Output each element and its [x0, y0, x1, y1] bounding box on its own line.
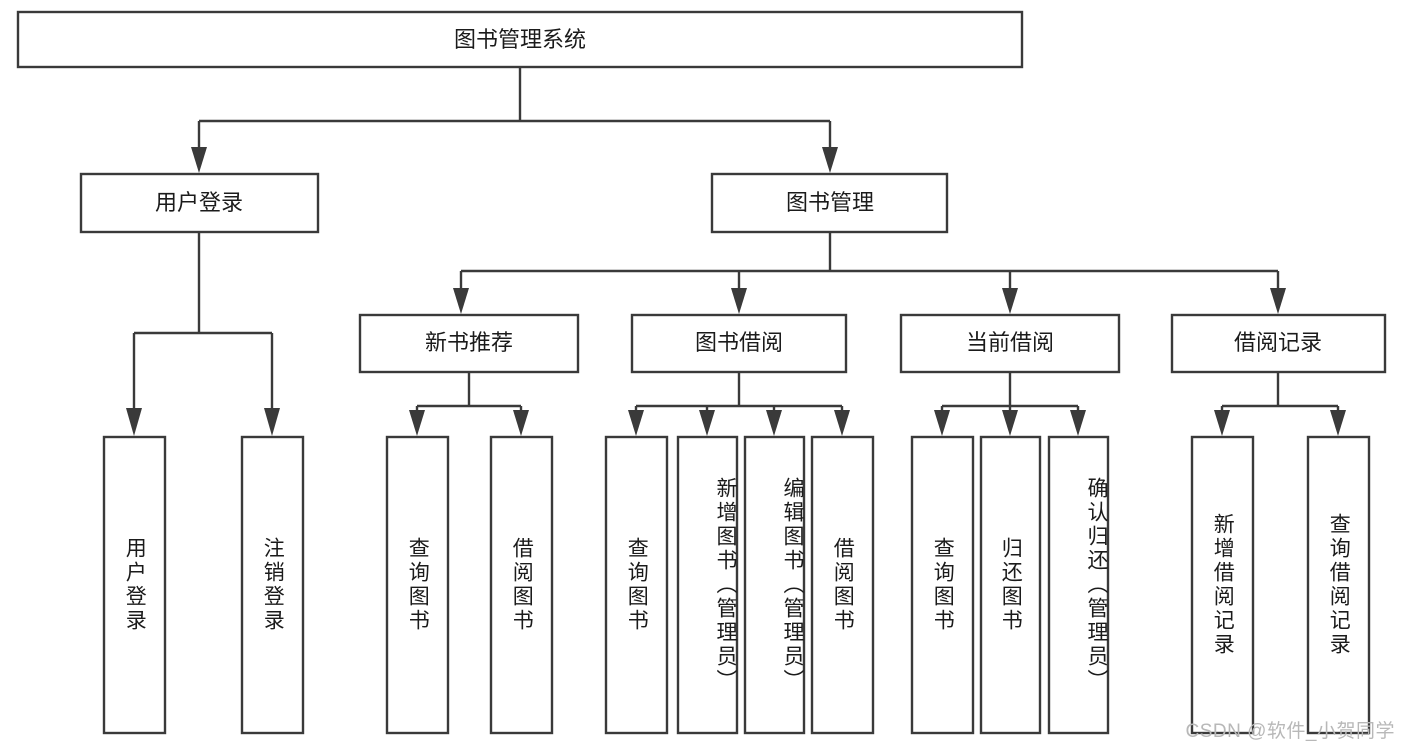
node-user-login-box[interactable] — [79, 172, 320, 234]
node-book-borrow-box[interactable] — [630, 313, 848, 374]
leaf-box-query-record[interactable] — [1306, 435, 1371, 735]
leaf-boxes-user-login — [102, 435, 305, 735]
node-new-book-recommend-box[interactable] — [358, 313, 580, 374]
connector-group-root — [191, 67, 838, 173]
arrow-head-leaf-user-logout — [264, 408, 280, 436]
leaf-box-add-record[interactable] — [1190, 435, 1255, 735]
arrow-head-new-book-recommend — [453, 288, 469, 314]
node-root-label: 图书管理系统 — [454, 27, 586, 52]
leaf-box-borrow-book-1[interactable] — [489, 435, 554, 735]
connector-group-current-borrow — [934, 372, 1086, 436]
arrow-head-book-borrow — [731, 288, 747, 314]
leaf-box-query-book-3[interactable] — [910, 435, 975, 735]
arrow-head-current-borrow — [1002, 288, 1018, 314]
node-borrow-record-box[interactable] — [1170, 313, 1387, 374]
node-current-borrow[interactable]: 当前借阅 — [899, 313, 1121, 374]
leaf-box-return-book[interactable] — [979, 435, 1042, 735]
leaf-box-confirm-return[interactable] — [1047, 435, 1110, 735]
node-book-borrow[interactable]: 图书借阅 — [630, 313, 848, 374]
arrow-head-leaf-user-login — [126, 408, 142, 436]
arrow-head-leaf-borrow-book-2 — [834, 410, 850, 436]
arrow-head-leaf-query-record — [1330, 410, 1346, 436]
leaf-boxes-borrow-record — [1190, 435, 1371, 735]
arrow-head-borrow-record — [1270, 288, 1286, 314]
leaf-boxes-current-borrow — [910, 435, 1110, 735]
leaf-box-query-book-2[interactable] — [604, 435, 669, 735]
connector-group-user-login — [126, 232, 280, 436]
watermark-text: CSDN @软件_小贺同学 — [1185, 721, 1395, 742]
leaf-boxes-book-borrow — [604, 435, 875, 735]
node-user-login-label: 用户登录 — [155, 190, 243, 215]
node-book-management-label: 图书管理 — [786, 190, 874, 215]
node-book-borrow-label: 图书借阅 — [695, 330, 783, 355]
leaf-box-add-book[interactable] — [676, 435, 739, 735]
arrow-head-leaf-confirm-return — [1070, 410, 1086, 436]
leaf-box-query-book-1[interactable] — [385, 435, 450, 735]
node-new-book-recommend-label: 新书推荐 — [425, 330, 513, 355]
arrow-head-leaf-query-book-1 — [409, 410, 425, 436]
node-root-box[interactable] — [16, 10, 1024, 69]
leaf-box-user-login[interactable] — [102, 435, 167, 735]
arrow-head-user-login — [191, 147, 207, 173]
node-current-borrow-box[interactable] — [899, 313, 1121, 374]
arrow-head-leaf-query-book-3 — [934, 410, 950, 436]
connector-group-book-management — [453, 232, 1286, 314]
arrow-head-leaf-edit-book — [766, 410, 782, 436]
connector-group-new-book-recommend — [409, 372, 529, 436]
node-book-management-box[interactable] — [710, 172, 949, 234]
arrow-head-book-management — [822, 147, 838, 173]
node-user-login[interactable]: 用户登录 — [79, 172, 320, 234]
arrow-head-leaf-add-record — [1214, 410, 1230, 436]
node-root[interactable]: 图书管理系统 — [16, 10, 1024, 69]
leaf-box-borrow-book-2[interactable] — [810, 435, 875, 735]
connector-group-book-borrow — [628, 372, 850, 436]
leaf-box-user-logout[interactable] — [240, 435, 305, 735]
node-book-management[interactable]: 图书管理 — [710, 172, 949, 234]
connector-group-borrow-record — [1214, 372, 1346, 436]
node-borrow-record[interactable]: 借阅记录 — [1170, 313, 1387, 374]
leaf-box-edit-book[interactable] — [743, 435, 806, 735]
leaf-boxes-new-book-recommend — [385, 435, 554, 735]
arrow-head-leaf-borrow-book-1 — [513, 410, 529, 436]
arrow-head-leaf-query-book-2 — [628, 410, 644, 436]
node-current-borrow-label: 当前借阅 — [966, 330, 1054, 355]
node-new-book-recommend[interactable]: 新书推荐 — [358, 313, 580, 374]
arrow-head-leaf-return-book — [1002, 410, 1018, 436]
node-borrow-record-label: 借阅记录 — [1234, 330, 1322, 355]
arrow-head-leaf-add-book — [699, 410, 715, 436]
